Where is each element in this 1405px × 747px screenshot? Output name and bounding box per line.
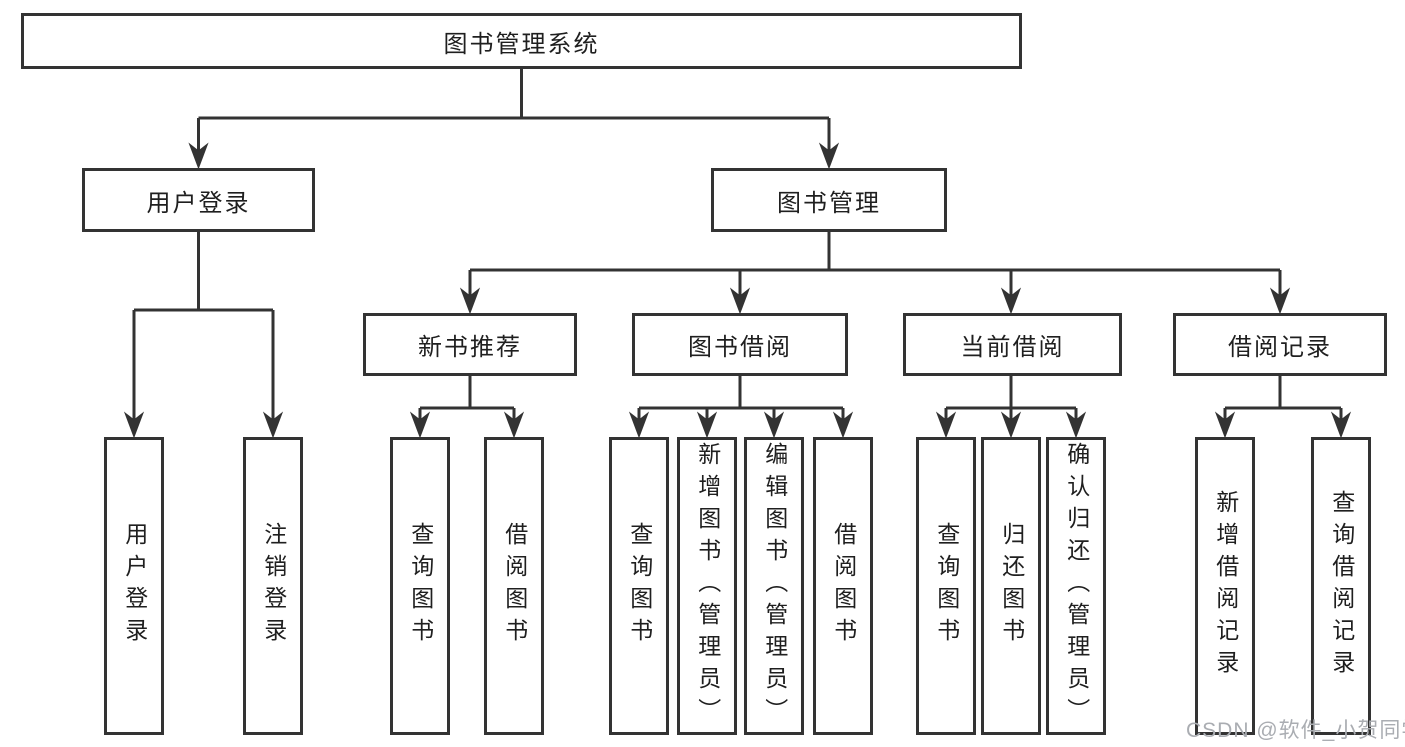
arrowheads	[123, 142, 1352, 439]
arrow-icon	[503, 411, 525, 439]
leaf-label: 查询图书	[933, 522, 960, 650]
node-current-borrow: 当前借阅	[903, 313, 1122, 376]
arrow-icon	[262, 411, 284, 439]
leaf-label: 新增图书（管理员）	[694, 442, 721, 730]
leaf-return-books: 归还图书	[981, 437, 1041, 735]
arrow-icon	[1269, 287, 1291, 315]
leaf-label: 查询借阅记录	[1328, 490, 1355, 682]
leaf-label: 借阅图书	[830, 522, 857, 650]
arrow-icon	[188, 142, 209, 170]
leaf-current-query-books: 查询图书	[916, 437, 976, 735]
leaf-label: 借阅图书	[501, 522, 528, 650]
arrow-icon	[696, 411, 718, 439]
connector-current-borrow-children	[944, 376, 1078, 421]
arrow-icon	[1330, 411, 1352, 439]
arrow-icon	[459, 287, 481, 315]
csdn-watermark: CSDN @软件_小贺同学	[1186, 719, 1405, 742]
connector-borrow-records-children	[1223, 376, 1343, 421]
leaf-label: 确认归还（管理员）	[1063, 442, 1090, 730]
node-new-book-recommend: 新书推荐	[363, 313, 577, 376]
arrow-icon	[1000, 411, 1022, 439]
arrow-icon	[628, 411, 650, 439]
leaf-add-borrow-record: 新增借阅记录	[1195, 437, 1255, 735]
node-user-login: 用户登录	[82, 168, 315, 232]
arrow-icon	[935, 411, 957, 439]
connector-new-book-children	[418, 376, 516, 421]
node-borrow-records: 借阅记录	[1173, 313, 1387, 376]
node-root-system: 图书管理系统	[21, 13, 1022, 69]
arrow-icon	[763, 411, 785, 439]
leaf-user-login: 用户登录	[104, 437, 164, 735]
connector-user-login-children	[132, 232, 275, 421]
leaf-newbook-query-books: 查询图书	[390, 437, 450, 735]
leaf-label: 归还图书	[998, 522, 1025, 650]
leaf-borrow-books: 借阅图书	[813, 437, 873, 735]
leaf-label: 注销登录	[260, 522, 287, 650]
arrow-icon	[1214, 411, 1236, 439]
leaf-add-books-admin: 新增图书（管理员）	[677, 437, 737, 735]
arrow-icon	[409, 411, 431, 439]
connector-root-to-level2	[197, 69, 831, 152]
node-book-borrow: 图书借阅	[632, 313, 848, 376]
leaf-label: 查询图书	[407, 522, 434, 650]
connector-book-management-children	[468, 232, 1282, 297]
leaf-label: 新增借阅记录	[1212, 490, 1239, 682]
arrow-icon	[729, 287, 751, 315]
connector-book-borrow-children	[637, 376, 845, 421]
leaf-query-borrow-record: 查询借阅记录	[1311, 437, 1371, 735]
leaf-newbook-borrow-books: 借阅图书	[484, 437, 544, 735]
arrow-icon	[818, 142, 840, 170]
leaf-confirm-return-admin: 确认归还（管理员）	[1046, 437, 1106, 735]
leaf-edit-books-admin: 编辑图书（管理员）	[744, 437, 804, 735]
leaf-label: 用户登录	[121, 522, 148, 650]
arrow-icon	[1000, 287, 1022, 315]
leaf-label: 编辑图书（管理员）	[761, 442, 788, 730]
leaf-logout: 注销登录	[243, 437, 303, 735]
node-book-management: 图书管理	[711, 168, 947, 232]
arrow-icon	[1065, 411, 1087, 439]
arrow-icon	[123, 411, 145, 439]
arrow-icon	[832, 411, 854, 439]
leaf-borrow-query-books: 查询图书	[609, 437, 669, 735]
leaf-label: 查询图书	[626, 522, 653, 650]
